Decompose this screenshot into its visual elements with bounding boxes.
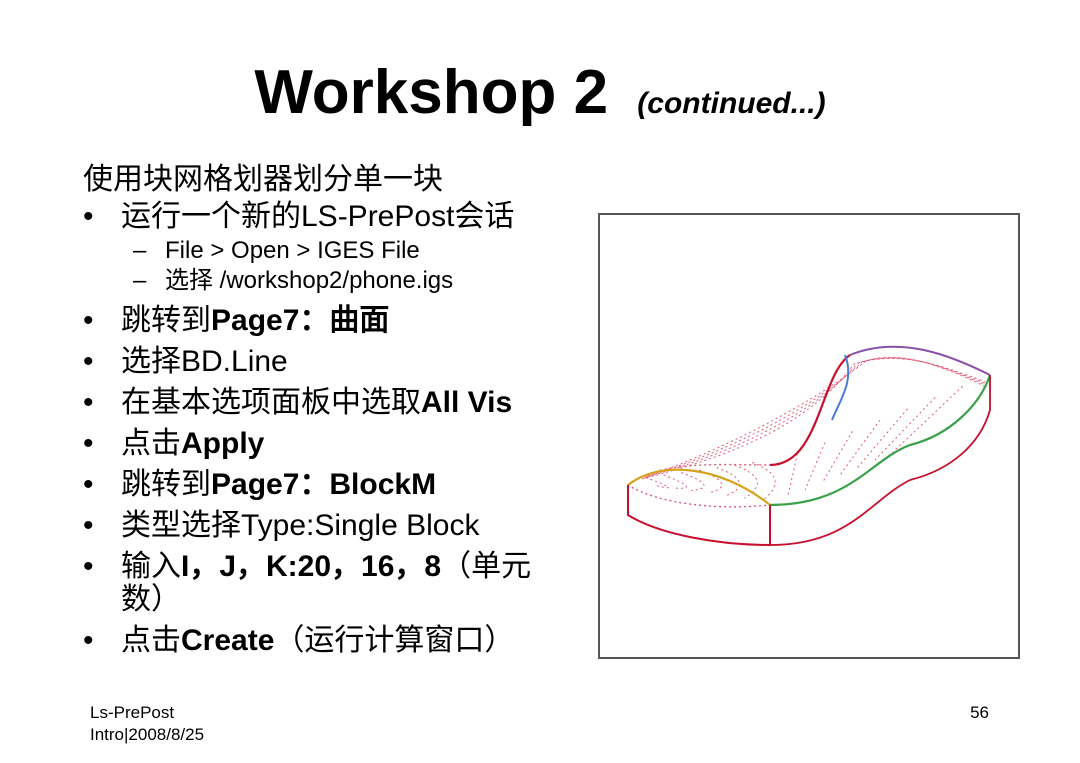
mesh-front-face [627, 485, 771, 546]
phone-wireframe-icon [626, 345, 992, 547]
phone-mesh-figure [598, 213, 1020, 659]
bullet-item: 选择BD.Line [83, 345, 583, 378]
edge-bottom-side [769, 375, 991, 546]
bullet-text-suffix: （单元数） [121, 550, 532, 616]
bullet-bold-text: Page7：BlockM [211, 468, 437, 501]
mesh-line [663, 474, 687, 489]
title-main: Workshop 2 [254, 58, 609, 127]
mesh-line [645, 357, 986, 478]
bullet-item: 在基本选项面板中选取All Vis [83, 386, 583, 419]
bullet-list: 运行一个新的LS-PrePost会话 File > Open > IGES Fi… [83, 200, 583, 665]
edge-yellow [627, 468, 771, 506]
bullet-text: 跳转到 [121, 468, 211, 501]
mesh-line [822, 430, 853, 483]
intro-text: 使用块网格划器划分单一块 [83, 163, 443, 196]
bullet-text: 点击 [121, 427, 181, 460]
sub-bullet-item: File > Open > IGES File [133, 236, 583, 266]
bullet-bold-text: Page7：曲面 [211, 304, 390, 337]
bullet-text: 输入 [121, 550, 181, 583]
bullet-text: 运行一个新的LS-PrePost会话 [121, 200, 515, 233]
bullet-text-suffix: （运行计算窗口） [274, 624, 515, 657]
mesh-line [857, 408, 908, 468]
bullet-text: 选择BD.Line [121, 345, 288, 378]
edge-blue [831, 354, 850, 421]
mesh-line [839, 419, 881, 476]
edge-bottom-front [627, 485, 771, 547]
edge-red [769, 354, 851, 467]
footer-left: Ls-PrePost Intro|2008/8/25 [90, 702, 204, 746]
mesh-line [734, 464, 758, 499]
edge-purple [849, 345, 991, 376]
bullet-bold-text: I，J，K:20，16，8 [181, 550, 442, 583]
bullet-item: 点击Apply [83, 427, 583, 460]
mesh-line [641, 358, 986, 480]
bullet-bold-text: All Vis [421, 386, 513, 419]
bullet-bold-text: Create [181, 624, 275, 657]
mesh-line [681, 472, 705, 491]
mesh-line [892, 385, 963, 453]
footer-date: Intro|2008/8/25 [90, 725, 205, 744]
mesh-line [804, 442, 826, 491]
title-subtitle: (continued...) [637, 87, 826, 120]
bullet-text: 类型选择Type:Single Block [121, 509, 480, 542]
bullet-item: 输入I，J，K:20，16，8（单元数） [83, 550, 551, 616]
footer-app-name: Ls-PrePost [90, 703, 175, 722]
bullet-item: 跳转到Page7：曲面 [83, 304, 583, 337]
page-number: 56 [970, 703, 989, 722]
mesh-side-face [769, 374, 991, 546]
mesh-line [645, 477, 669, 489]
mesh-line [647, 356, 986, 477]
bullet-text: 在基本选项面板中选取 [121, 386, 421, 419]
bullet-text: 跳转到 [121, 304, 211, 337]
bullet-item: 类型选择Type:Single Block [83, 509, 583, 542]
bullet-item: 运行一个新的LS-PrePost会话 File > Open > IGES Fi… [83, 200, 583, 296]
mesh-line [716, 467, 740, 496]
slide-title: Workshop 2 (continued...) [0, 58, 1080, 139]
bullet-bold-text: Apply [181, 427, 265, 460]
sub-bullet-item: 选择 /workshop2/phone.igs [133, 266, 583, 296]
mesh-lines [641, 356, 986, 501]
bullet-text: 点击 [121, 624, 181, 657]
sub-bullet-list: File > Open > IGES File 选择 /workshop2/ph… [133, 236, 583, 296]
bullet-item: 点击Create（运行计算窗口） [83, 624, 583, 657]
mesh-line [643, 357, 986, 479]
bullet-item: 跳转到Page7：BlockM [83, 468, 583, 501]
edge-green [769, 374, 992, 507]
mesh-line [874, 397, 936, 461]
